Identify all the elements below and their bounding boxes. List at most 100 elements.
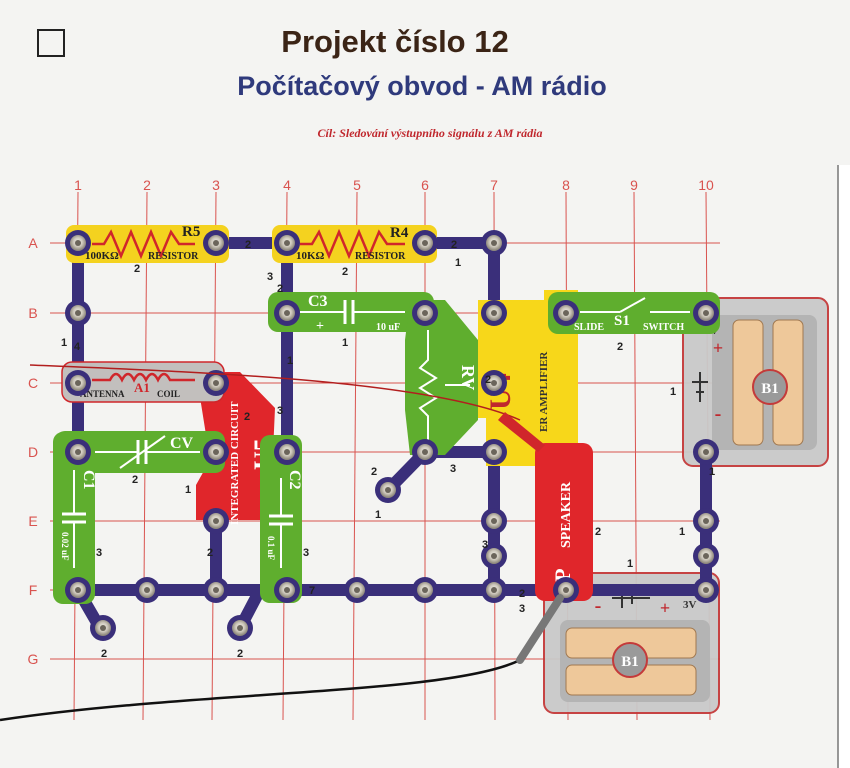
c1-ref: C1 [80, 470, 97, 490]
c3-ref: C3 [308, 293, 328, 310]
potentiometer-rv [405, 300, 478, 455]
page-title: Projekt číslo 12 [281, 24, 508, 59]
wire-number: 3 [96, 547, 102, 559]
wire-number: 2 [519, 588, 525, 600]
grid-row-label: C [28, 375, 38, 391]
b1-bottom-voltage: 3V [683, 599, 697, 611]
wire-number: 2 [244, 411, 250, 423]
c3-plus: + [316, 319, 324, 334]
probe-clip-black [516, 594, 564, 664]
b1-top-ref: B1 [761, 381, 779, 397]
wire-number: 2 [207, 547, 213, 559]
grid-col-label: 1 [74, 177, 82, 193]
page-subtitle: Počítačový obvod - AM rádio [237, 71, 607, 101]
wire-number: 1 [670, 386, 676, 398]
wire-number: 1 [679, 526, 685, 538]
c2-ref: C2 [286, 470, 303, 490]
wire-number: 7 [309, 585, 315, 597]
wire-number: 3 [277, 405, 283, 417]
u5-name: INTEGRATED CIRCUIT [229, 401, 241, 525]
capacitor-c1 [53, 432, 95, 604]
wire-number: 1 [455, 257, 461, 269]
grid-col-label: 3 [212, 177, 220, 193]
sp-name: SPEAKER [559, 481, 574, 548]
cv-ref: CV [170, 435, 194, 452]
s1-right: SWITCH [643, 322, 684, 333]
wire-number: 1 [185, 484, 191, 496]
wire-number: 2 [132, 474, 138, 486]
grid-col-label: 7 [490, 177, 498, 193]
wire-number: 1 [375, 509, 381, 521]
grid-col-label: 6 [421, 177, 429, 193]
probe-clip-red [498, 412, 545, 452]
grid-col-label: 5 [353, 177, 361, 193]
rv-ref: RV [458, 365, 478, 390]
battery-badge-bottom [612, 642, 648, 678]
wire-number: 3 [482, 539, 488, 551]
a1-right: COIL [157, 389, 180, 399]
u4-name: ER AMPLIFIER [538, 351, 550, 432]
wire-number: 2 [101, 648, 107, 660]
s1-left: SLIDE [574, 322, 604, 333]
grid-row-label: E [28, 513, 37, 529]
grid-row-label: F [29, 582, 38, 598]
b1-bottom-ref: B1 [621, 654, 639, 670]
b1-top-minus: - [715, 403, 722, 425]
grid-col-label: 10 [698, 177, 714, 193]
grid-col-label: 8 [562, 177, 570, 193]
b1-bottom-plus: + [660, 598, 670, 618]
a1-ref: A1 [134, 380, 150, 395]
wire-number: 2 [237, 648, 243, 660]
wire-number: 2 [617, 341, 623, 353]
capacitor-c3 [268, 292, 434, 332]
wire-number: 2 [485, 374, 491, 386]
a1-left: ANTENNA [80, 389, 125, 399]
page-goal: Cíl: Sledování výstupního signálu z AM r… [318, 126, 543, 140]
wire-number: 1 [61, 337, 67, 349]
page-edge [838, 165, 850, 768]
wire-number: 2 [277, 283, 283, 295]
wire-number: 3 [519, 603, 525, 615]
snaps [65, 230, 719, 641]
r5-ref: R5 [182, 224, 200, 240]
b1-top-plus: + [713, 338, 723, 358]
c3-value: 10 uF [376, 322, 400, 333]
r5-name: RESISTOR [148, 251, 199, 262]
wire-number: 3 [450, 463, 456, 475]
r4-name: RESISTOR [355, 251, 406, 262]
variable-capacitor-cv [55, 431, 225, 473]
wire-number: 1 [627, 558, 633, 570]
wire-number: 3 [303, 547, 309, 559]
wire-number: 2 [371, 466, 377, 478]
b1-bottom-minus: - [595, 595, 602, 617]
grid-col-line [352, 191, 358, 721]
grid-row-label: B [28, 305, 37, 321]
wire-number: 3 [267, 271, 273, 283]
r4-value: 10KΩ [296, 250, 325, 262]
project-checkbox[interactable] [37, 29, 65, 57]
r4-ref: R4 [390, 225, 409, 241]
wire-number: 2 [134, 263, 140, 275]
grid-row-label: D [28, 444, 38, 460]
grid-col-label: 9 [630, 177, 638, 193]
capacitor-c2 [260, 435, 302, 603]
battery-badge-top [752, 369, 788, 405]
probe-wire-red [29, 364, 521, 421]
wire-number: 2 [342, 266, 348, 278]
resistor-r5 [66, 225, 229, 263]
wire-number: 1 [287, 355, 293, 367]
slide-switch-s1[interactable] [548, 292, 720, 334]
wire-number: 4 [74, 341, 81, 353]
grid-col-label: 2 [143, 177, 151, 193]
grid-row-label: G [28, 651, 39, 667]
wire-number: 2 [595, 526, 601, 538]
wire-number: 1 [342, 337, 348, 349]
grid-row-label: A [28, 235, 38, 251]
wire-number: 2 [245, 239, 251, 251]
wire-number: 1 [709, 466, 715, 478]
probe-wire-black [0, 658, 521, 722]
